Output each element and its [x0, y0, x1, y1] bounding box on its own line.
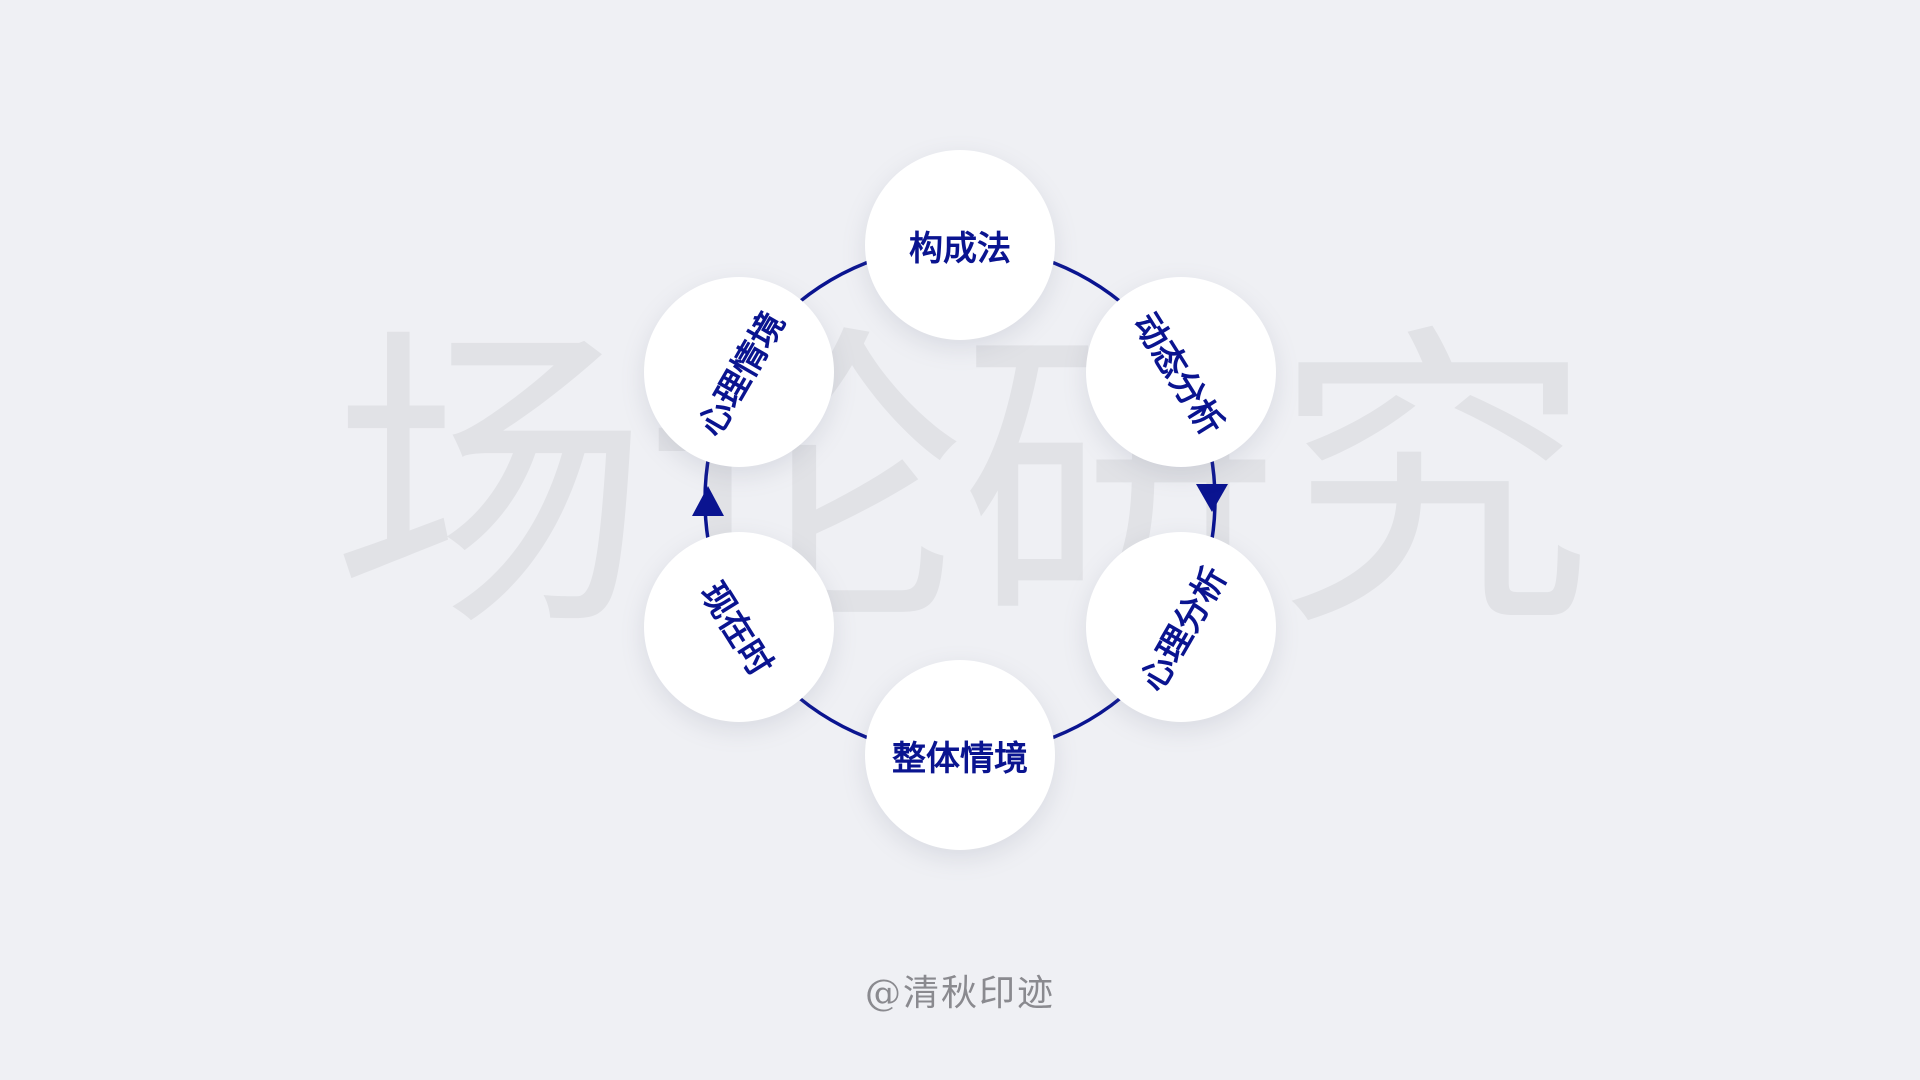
arrow-up-icon — [692, 486, 724, 516]
node-xianzaishi: 现在时 — [644, 532, 834, 722]
node-label: 动态分析 — [1125, 305, 1232, 443]
node-label: 心理分析 — [1132, 559, 1236, 698]
node-label: 现在时 — [692, 575, 781, 683]
node-xinli-fenxi: 心理分析 — [1086, 532, 1276, 722]
node-label: 整体情境 — [892, 738, 1028, 779]
node-xinli-qingjing: 心理情境 — [644, 277, 834, 467]
node-label: 心理情境 — [690, 304, 794, 443]
node-label: 构成法 — [909, 228, 1011, 269]
node-gouchengfa: 构成法 — [865, 150, 1055, 340]
node-zhengti-qingjing: 整体情境 — [865, 660, 1055, 850]
node-dongtai-fenxi: 动态分析 — [1086, 277, 1276, 467]
arrow-down-icon — [1196, 484, 1228, 512]
watermark-title: 场论研究 — [332, 300, 1592, 670]
footer-signature: @清秋印迹 — [864, 973, 1055, 1014]
